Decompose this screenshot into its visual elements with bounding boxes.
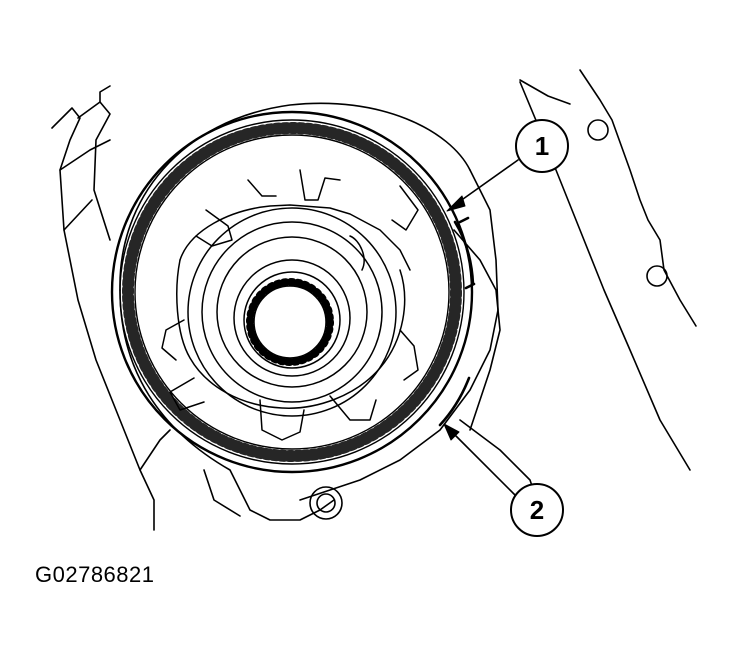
housing-right-outline [453,69,697,511]
callout-1: 1 [446,119,569,212]
inner-hub [187,207,397,417]
housing-left-outline [51,85,171,531]
callout-2: 2 [443,423,564,537]
planetary-carrier [161,169,419,441]
figure-id-label: G02786821 [35,562,155,587]
callout-2-number: 2 [530,495,544,525]
snap-ring [438,216,476,427]
ring-gear [110,110,474,474]
callout-1-number: 1 [535,131,549,161]
housing-bolt-holes [587,119,668,287]
